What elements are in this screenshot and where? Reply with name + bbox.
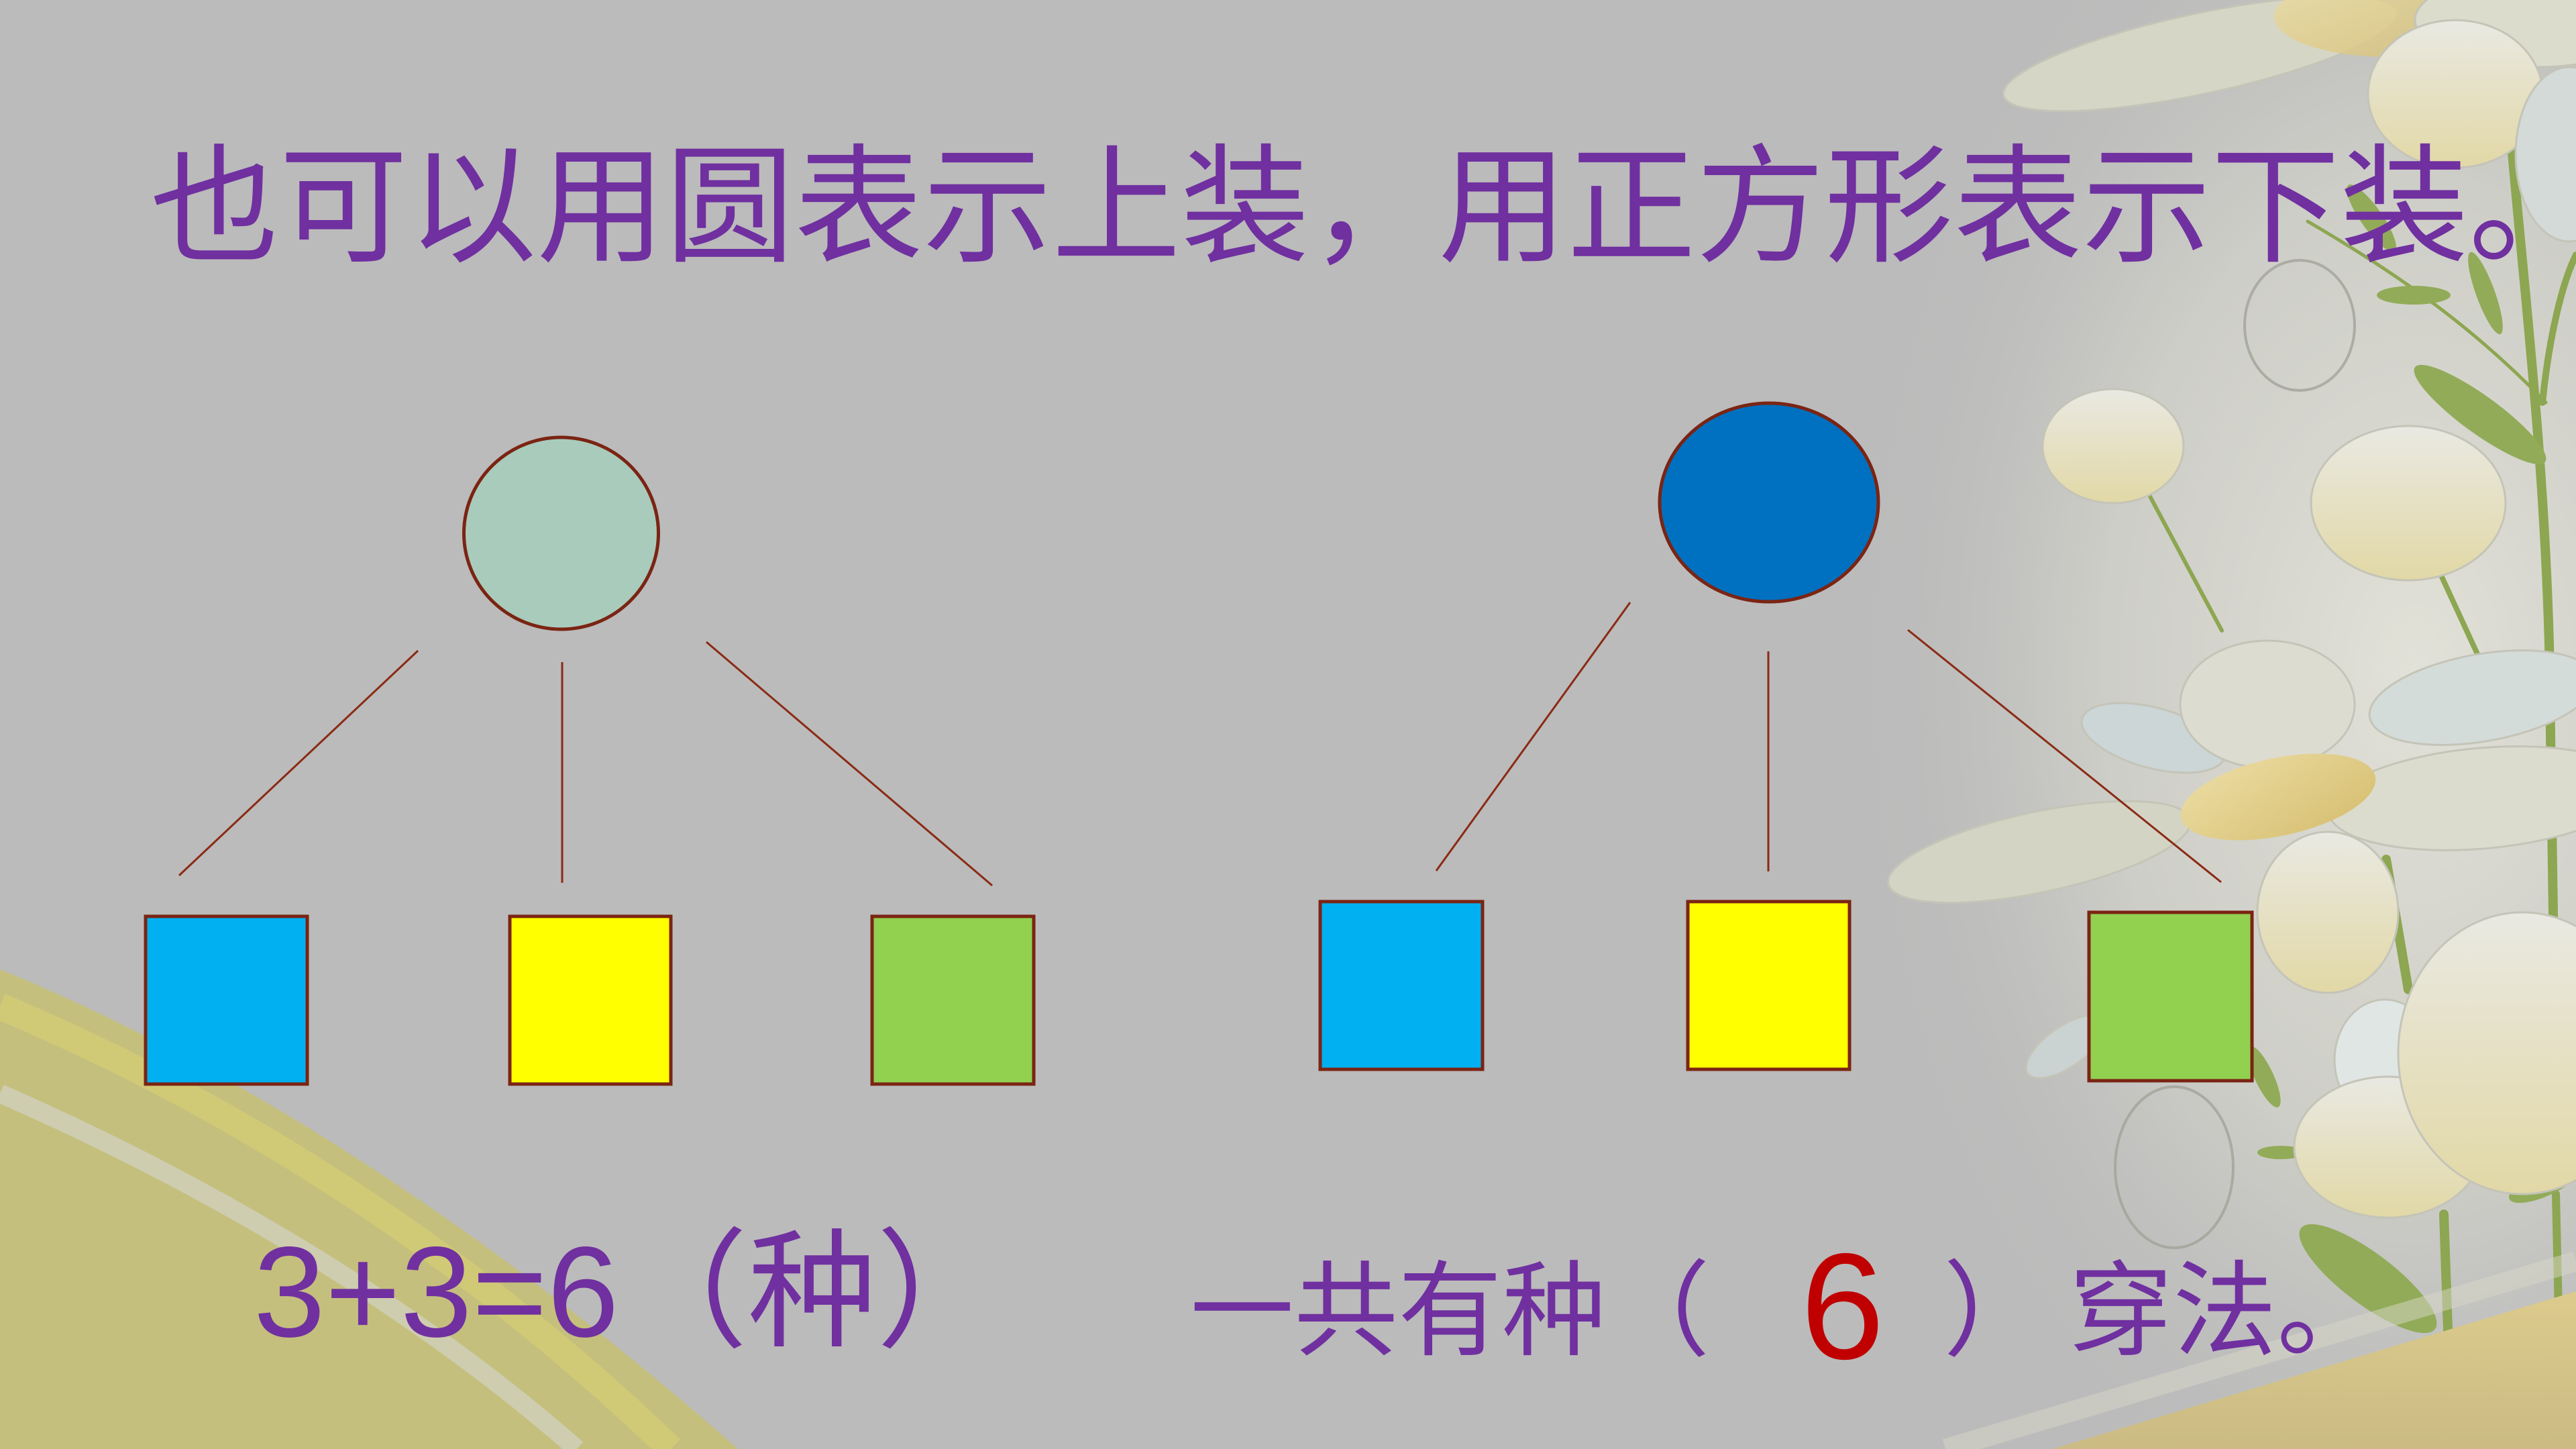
equation-text: 3+3=6（种） (254, 1220, 1006, 1364)
tree-2-branch-line-right (1907, 629, 2222, 883)
leaf-icon (2247, 1046, 2281, 1108)
tree-1-square-green (870, 914, 1036, 1086)
bottom-left-swoosh (0, 969, 738, 1449)
leaf-icon (2468, 252, 2503, 335)
tree-2-square-blue (1318, 900, 1485, 1071)
flower-bud (2397, 911, 2576, 1195)
floral-decoration (1845, 0, 2576, 1449)
leaf-icon (2257, 1146, 2304, 1159)
tree-2-square-yellow (1686, 900, 1851, 1071)
tree-1-square-blue (144, 914, 309, 1086)
swirl-icon (2243, 259, 2356, 392)
bud-stem (2439, 574, 2485, 667)
swoosh-yellow-band (0, 994, 680, 1449)
tree-1-root-circle (462, 435, 660, 631)
answer-sentence-suffix: 穿法。 (2069, 1253, 2381, 1369)
swirl-icon (2114, 1085, 2235, 1249)
leaf-icon (2414, 364, 2546, 465)
petal (2368, 649, 2576, 746)
flower-bud (2256, 830, 2400, 994)
tree-2-branch-line-left (1435, 602, 1631, 871)
bottom-right-swoosh (1942, 1251, 2576, 1449)
petal (2514, 66, 2576, 243)
stem (2539, 252, 2576, 406)
stem (2439, 1210, 2453, 1353)
tree-2-root-circle (1658, 401, 1880, 604)
tree-1-branch-line-right (706, 641, 993, 887)
flower-center (2180, 753, 2376, 841)
bud-stem (2148, 494, 2224, 633)
tree-2-square-green (2087, 910, 2254, 1083)
leaf-icon (2377, 286, 2451, 305)
flower-bud (2041, 388, 2185, 504)
tree-1-square-yellow (508, 914, 673, 1086)
swoosh-fill (2053, 1291, 2576, 1449)
answer-value: 6 (1801, 1222, 1885, 1391)
swoosh-light-band (1942, 1251, 2576, 1449)
flower-bud (2310, 425, 2507, 582)
swoosh-light-band (0, 1085, 584, 1449)
tree-diagram-2 (1318, 401, 2254, 1083)
answer-sentence-prefix: 一共有种（ (1190, 1253, 1710, 1369)
answer-close-paren: ） (1943, 1253, 2047, 1369)
leaf-icon (2347, 184, 2396, 252)
tree-1-branch-line-left (178, 649, 419, 877)
slide-title: 也可以用圆表示上装，用正方形表示下装。 (150, 135, 2576, 279)
tree-diagram-1 (144, 435, 1036, 1086)
